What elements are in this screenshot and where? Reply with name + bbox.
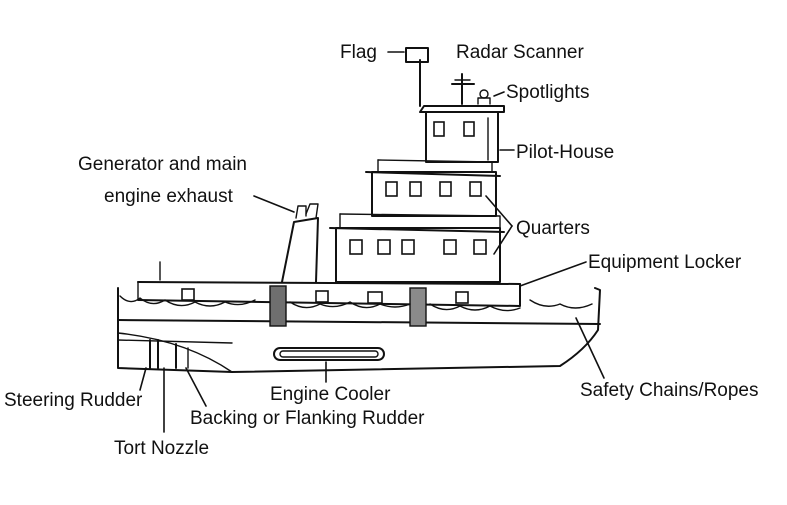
label-steering-rudder: Steering Rudder [4,390,143,411]
label-equipment-locker: Equipment Locker [588,252,742,273]
label-generator-line1: Generator and main [78,154,247,175]
door-shaded [269,285,287,327]
quarters-window [401,239,415,255]
label-spotlights: Spotlights [506,82,589,103]
rudders [149,339,189,369]
label-generator-line2: engine exhaust [104,186,234,207]
main-deckhouse [137,283,521,327]
label-flag: Flag [340,42,377,63]
steering-rudder-leader [139,367,147,391]
door-shaded [409,287,427,327]
spotlights [477,89,491,105]
pilot-house [419,105,505,163]
quarters-upper [365,159,501,217]
quarters-window [385,181,398,197]
quarters-window [473,239,487,255]
label-tort-nozzle: Tort Nozzle [114,438,209,459]
quarters-window [349,239,363,255]
quarters-lower [329,213,505,283]
quarters-leader-lower [493,225,513,255]
deck-window [367,291,383,304]
quarters-window [469,181,482,197]
engine-cooler-inner [279,350,379,358]
safety-chains [119,295,593,312]
quarters-window [409,181,422,197]
deck-rail [137,281,521,285]
hull [117,287,601,373]
label-pilot-house: Pilot-House [516,142,614,163]
label-quarters: Quarters [516,218,590,239]
radar-scanner [451,73,475,105]
exhaust-stack [281,203,319,283]
exhaust-leader [253,195,295,213]
pilot-house-window [433,121,445,137]
safety-chains-leader [575,317,605,379]
label-engine-cooler: Engine Cooler [270,384,391,405]
quarters-window [443,239,457,255]
engine-cooler [273,347,385,361]
quarters-leader-upper [485,195,513,227]
deck-window [315,290,329,303]
quarters-window [439,181,452,197]
backing-rudder-leader [185,367,207,407]
quarters-window [377,239,391,255]
equipment-locker-leader [519,261,587,287]
deck-window [455,291,469,304]
label-radar-scanner: Radar Scanner [456,42,584,63]
flag [405,47,429,63]
label-backing-rudder: Backing or Flanking Rudder [190,408,425,429]
spotlights-leader [493,91,505,97]
pilot-house-window [463,121,475,137]
deck-window [181,288,195,301]
label-safety-chains: Safety Chains/Ropes [580,380,759,401]
